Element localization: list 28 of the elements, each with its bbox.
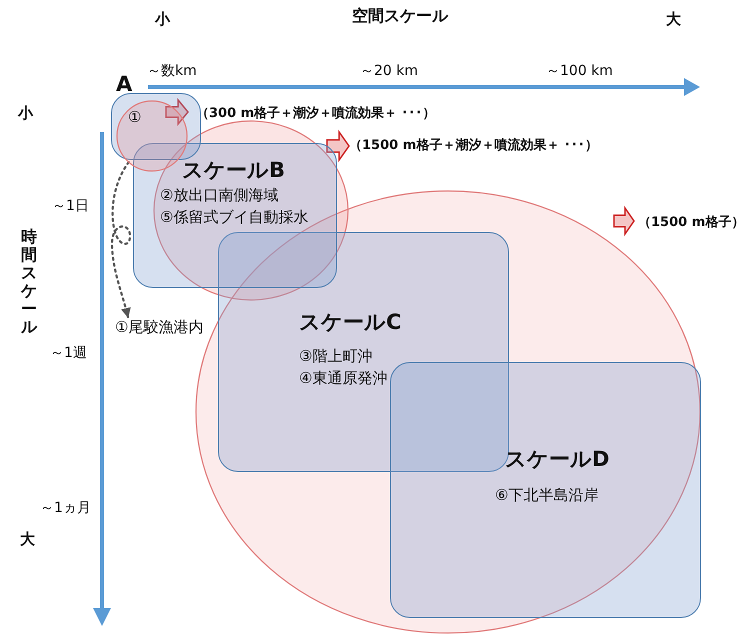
tick-label: ～100 km bbox=[546, 62, 613, 80]
tick-label: ～20 km bbox=[360, 62, 418, 80]
model-note: （300 m格子＋潮汐＋噴流効果＋ ･･･） bbox=[196, 104, 436, 122]
axis-end-label: 小 bbox=[155, 10, 170, 29]
axis-title: 空間スケール bbox=[352, 6, 448, 27]
tick-label: ～1ヵ月 bbox=[40, 499, 91, 517]
site-label: ②放出口南側海域 bbox=[160, 186, 278, 205]
site-label: ⑥下北半島沿岸 bbox=[495, 486, 598, 505]
site-label: ③階上町沖 bbox=[299, 347, 372, 366]
scale-box bbox=[133, 143, 337, 288]
site-label: ①尾駮漁港内 bbox=[115, 318, 204, 337]
axis-title: 時間スケール bbox=[20, 228, 38, 336]
model-note: （1500 m格子＋潮汐＋噴流効果＋ ･･･） bbox=[349, 136, 598, 154]
tick-label: ～数km bbox=[147, 62, 197, 80]
scale-heading: スケールC bbox=[299, 309, 402, 336]
scale-letter: A bbox=[116, 72, 132, 96]
dotted-arrow bbox=[110, 161, 132, 318]
tick-label: ～1日 bbox=[52, 197, 89, 215]
axis-end-label: 小 bbox=[18, 104, 33, 123]
tick-label: ～1週 bbox=[50, 344, 87, 362]
scale-heading: スケールB bbox=[182, 157, 286, 184]
axis-end-label: 大 bbox=[666, 10, 681, 29]
model-note: （1500 m格子） bbox=[638, 214, 744, 231]
axis-end-label: 大 bbox=[20, 530, 35, 549]
site-label: ④東通原発沖 bbox=[299, 369, 388, 388]
scale-heading: スケールD bbox=[505, 446, 610, 473]
site-label: ⑤係留式ブイ自動採水 bbox=[160, 208, 308, 227]
site-number: ① bbox=[128, 108, 142, 126]
